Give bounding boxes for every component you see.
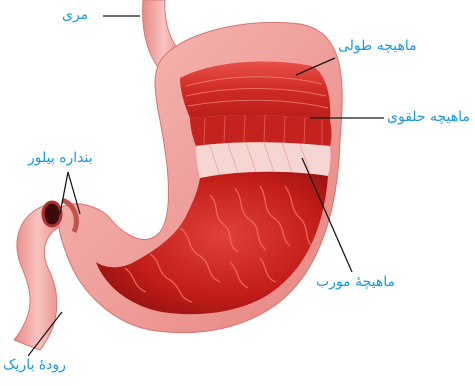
circular-muscle-layer bbox=[190, 115, 332, 146]
label-pyloric-sphincter: بنداره پیلور bbox=[28, 151, 93, 165]
label-oblique-muscle: ماهیچهٔ مورب bbox=[316, 275, 395, 289]
pyloric-opening bbox=[43, 202, 61, 226]
label-esophagus: مری bbox=[62, 8, 88, 22]
label-small-intestine: رودهٔ باریک bbox=[3, 358, 66, 372]
label-longitudinal-muscle: ماهیچه طولی bbox=[338, 39, 417, 53]
label-circular-muscle: ماهیچه حلقوی bbox=[387, 110, 470, 124]
